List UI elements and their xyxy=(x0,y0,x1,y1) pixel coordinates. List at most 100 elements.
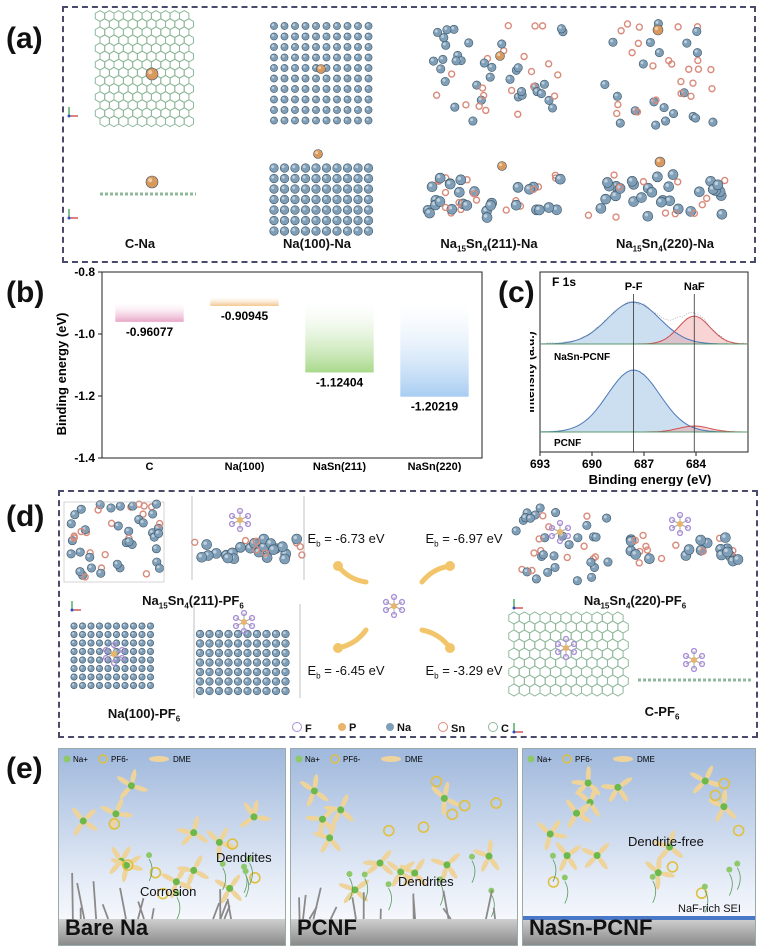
d-nasn220-top xyxy=(511,503,613,586)
c-xtick-3: 684 xyxy=(686,457,706,471)
e-substrate-1 xyxy=(291,919,517,945)
svg-text:Na+: Na+ xyxy=(305,755,320,764)
e-pf6-1-1 xyxy=(458,799,471,812)
e-pf6-1-2 xyxy=(446,808,459,821)
e-na-ion-2-4 xyxy=(734,860,741,890)
a-axes-top xyxy=(67,107,78,118)
e-solvated-ion-0-10 xyxy=(176,816,208,846)
legend-p: P xyxy=(338,722,356,734)
c-title: F 1s xyxy=(552,275,576,289)
b-xtick-2: NaSn(211) xyxy=(313,461,367,472)
a-axes-side xyxy=(67,209,78,220)
panel-a-label: (a) xyxy=(6,22,43,55)
e-label-nasn-pcnf: NaSn-PCNF xyxy=(529,915,653,940)
e-na-ion-2-0 xyxy=(726,866,733,896)
e-note-corrosion: Corrosion xyxy=(140,884,197,899)
e-na-ion-2-5 xyxy=(561,874,569,904)
e-dendrites-1 xyxy=(298,887,496,920)
e-solvated-ion-0-1 xyxy=(116,769,148,799)
e-pf6-2-2 xyxy=(547,876,560,888)
svg-text:DME: DME xyxy=(173,755,191,764)
b-ytick-0: -0.8 xyxy=(74,265,95,279)
energy-label-1: Eb = -6.73 eV xyxy=(307,531,385,549)
b-value-label-2: -1.12404 xyxy=(316,375,364,389)
a-na-adatom-211-side xyxy=(497,161,507,171)
caption-nasn220-na: Na15Sn4(220)-Na xyxy=(616,236,714,254)
c-area-pf-bot xyxy=(540,370,748,432)
e-na-ion-2-3 xyxy=(549,852,557,882)
e-solvated-ion-0-4 xyxy=(214,874,242,904)
a-na-adatom-c xyxy=(145,67,159,81)
e-pf6-1-3 xyxy=(383,824,395,837)
e-pf6-2-4 xyxy=(709,789,722,802)
e-pf6-2-1 xyxy=(695,887,708,900)
e-legend-1: Na+PF6-DME xyxy=(295,754,423,764)
e-pf6-1-0 xyxy=(490,797,502,809)
a-na-adatom-100-side xyxy=(313,149,323,159)
e-na-ion-1-0 xyxy=(385,881,392,911)
b-xtick-0: C xyxy=(146,461,154,472)
d-pf6-center xyxy=(382,593,406,619)
b-xtick-3: NaSn(220) xyxy=(408,461,462,472)
e-solvated-ion-0-3 xyxy=(206,827,236,860)
b-ylabel: Binding energy (eV) xyxy=(54,313,69,436)
c-xtick-1: 690 xyxy=(582,457,602,471)
e-solvated-ion-1-3 xyxy=(300,774,329,807)
d-nasn220-side xyxy=(625,531,744,567)
e-legend-2: Na+PF6-DME xyxy=(527,754,655,764)
d-pf6-c xyxy=(682,647,706,673)
e-note-dendrites-2: Dendrites xyxy=(398,874,454,889)
binding-energy-bar-chart: Binding energy (eV) -0.8-1.0-1.2-1.4-0.9… xyxy=(54,265,483,472)
e-solvated-ion-2-8 xyxy=(566,799,592,829)
d-pf6-100 xyxy=(232,609,256,635)
energy-label-3: Eb = -6.45 eV xyxy=(307,663,385,681)
svg-text:PF6-: PF6- xyxy=(343,755,361,764)
e-solvated-ion-2-1 xyxy=(537,819,567,851)
b-xtick-1: Na(100) xyxy=(225,461,265,472)
d-axes-2 xyxy=(512,599,523,610)
e-solvated-ion-1-8 xyxy=(399,858,427,887)
e-legend-0: Na+PF6-DME xyxy=(63,754,191,764)
caption-na100-pf6: Na(100)-PF6 xyxy=(107,706,181,724)
panel-d-frame xyxy=(58,490,758,738)
caption-c-pf6: C-PF6 xyxy=(644,704,680,722)
e-pf6-0-3 xyxy=(249,871,261,884)
c-area-naf-bot xyxy=(540,426,748,432)
e-solvated-ion-0-5 xyxy=(161,867,193,899)
e-na-ion-0-0 xyxy=(246,855,253,886)
b-ytick-1: -1.0 xyxy=(74,327,95,341)
b-ytick-2: -1.2 xyxy=(74,389,95,403)
svg-text:PF6-: PF6- xyxy=(575,755,593,764)
a-nasn211-top xyxy=(429,21,568,126)
a-na-adatom-211 xyxy=(495,51,505,61)
atom-legend: F P Na Sn C xyxy=(292,722,532,736)
e-note-dendrite-free: Dendrite-free xyxy=(628,834,704,849)
e-label-bare-na: Bare Na xyxy=(65,915,149,940)
e-note-dendrites-1: Dendrites xyxy=(216,850,272,865)
e-sei-layer xyxy=(523,916,755,920)
b-bar-0 xyxy=(115,303,184,322)
d-graphene-top xyxy=(508,611,629,697)
legend-f: F xyxy=(292,722,312,735)
e-solvated-ion-2-7 xyxy=(653,830,684,861)
e-na-ion-0-4 xyxy=(146,852,153,882)
legend-c: C xyxy=(488,722,509,735)
b-bar-2 xyxy=(305,303,374,373)
b-value-label-0: -0.96077 xyxy=(126,325,174,339)
d-arrow-bl xyxy=(333,627,369,653)
panel-c-label: (c) xyxy=(498,276,535,309)
b-plot-frame xyxy=(101,271,483,459)
e-na-ion-2-1 xyxy=(701,883,709,913)
e-pf6-1-5 xyxy=(417,821,430,833)
e-solvated-ion-2-3 xyxy=(581,842,610,870)
e-solvated-ion-2-2 xyxy=(708,789,737,822)
d-nasn211-side xyxy=(191,533,306,565)
panel-a-structures xyxy=(67,10,729,236)
e-pf6-1-4 xyxy=(430,775,443,788)
b-value-label-3: -1.20219 xyxy=(411,400,459,414)
d-arrow-tr xyxy=(419,561,455,585)
d-na100-top xyxy=(70,622,155,690)
c-xtick-2: 687 xyxy=(634,457,654,471)
e-pf6-0-1 xyxy=(226,838,239,850)
caption-nasn220-pf6: Na15Sn4(220)-PF6 xyxy=(583,593,687,611)
